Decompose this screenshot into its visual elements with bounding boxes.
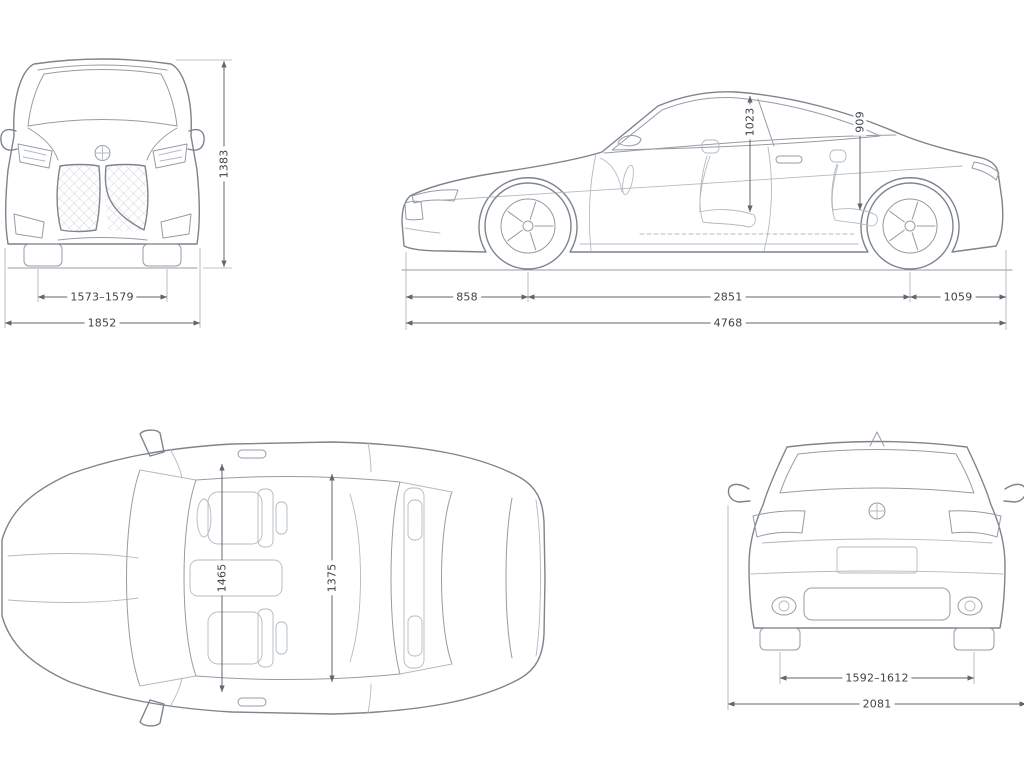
diffuser: [803, 587, 951, 621]
side-glass: [611, 97, 881, 151]
side-view-drawing: [401, 91, 1013, 271]
top-view-dimensions: [219, 463, 335, 693]
front-wheel-left: [23, 243, 63, 267]
mirror-top-left: [139, 429, 165, 457]
rear-view-drawing: [727, 431, 1024, 651]
bmw-roundel-rear-icon: [868, 502, 886, 520]
front-view-drawing: [0, 58, 205, 269]
mirror-top-right: [139, 699, 165, 727]
taillight-rear-right: [948, 510, 1002, 538]
headlight-right: [152, 143, 188, 169]
side-rear-overhang-dim-label: 1059: [940, 290, 976, 304]
license-plate-recess: [836, 546, 918, 574]
antenna-fin-icon: [869, 431, 885, 447]
side-rear-headroom-dim-label: 909: [853, 108, 867, 136]
kidney-grille-outline: [56, 163, 149, 233]
mirror-right: [187, 128, 205, 151]
rear-wheel-left: [759, 627, 801, 651]
taillight-side: [971, 161, 1000, 181]
mirror-rear-right: [1003, 483, 1024, 503]
exhaust-tips: [771, 596, 983, 616]
top-rear-interior-width-dim-label: 1375: [325, 560, 339, 596]
side-view-dimensions: [405, 95, 1007, 330]
front-wheel: [484, 182, 572, 270]
bmw-roundel-front-icon: [94, 145, 111, 161]
side-front-headroom-dim-label: 1023: [743, 104, 757, 140]
headlight-side: [411, 189, 459, 204]
door-handle: [775, 155, 803, 164]
mirror-side: [617, 135, 642, 147]
rear-width-mirrors-dim-label: 2081: [859, 697, 895, 711]
front-width-dim-label: 1852: [84, 316, 120, 330]
front-height-dim-label: 1383: [217, 146, 231, 182]
top-view-drawing: [1, 429, 546, 727]
side-front-overhang-dim-label: 858: [453, 290, 481, 304]
front-wheel-right: [142, 243, 182, 267]
rear-wheel-right: [953, 627, 995, 651]
side-length-dim-label: 4768: [710, 316, 746, 330]
door-handle-bottom: [237, 697, 267, 707]
rear-wheel: [866, 182, 954, 270]
side-wheelbase-dim-label: 2851: [710, 290, 746, 304]
rear-window: [779, 449, 975, 494]
kidney-grille-mesh: [57, 164, 148, 232]
rear-track-dim-label: 1592–1612: [842, 671, 912, 685]
door-handle-top: [237, 449, 267, 459]
interior-sketch: [599, 139, 878, 235]
mirror-left: [0, 128, 18, 151]
top-front-interior-width-dim-label: 1465: [215, 560, 229, 596]
interior-sketch-top: [189, 487, 425, 669]
front-track-dim-label: 1573–1579: [67, 290, 137, 304]
mirror-rear-left: [727, 483, 751, 503]
taillight-rear-left: [752, 510, 806, 538]
headlight-left: [17, 143, 53, 169]
